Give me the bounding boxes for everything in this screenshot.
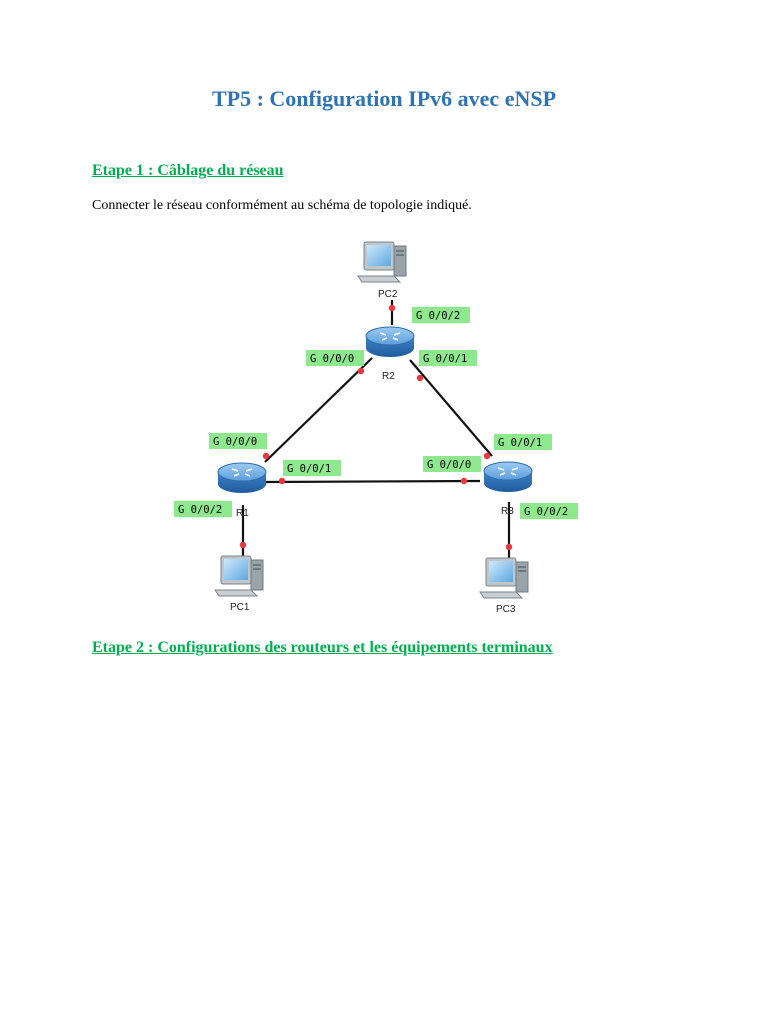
step1-text: Connecter le réseau conformément au sché… bbox=[92, 198, 472, 213]
pc1-icon bbox=[214, 555, 264, 597]
port-label-text: G 0/0/2 bbox=[416, 310, 460, 322]
port-label-text: G 0/0/2 bbox=[178, 504, 222, 516]
port-dot bbox=[239, 541, 247, 549]
pc2-icon bbox=[357, 241, 407, 283]
pc3-icon bbox=[479, 557, 529, 599]
port-dot bbox=[278, 477, 286, 485]
pc3-label: PC3 bbox=[496, 604, 516, 615]
r3-router-icon bbox=[483, 461, 533, 493]
r1-router-icon bbox=[217, 462, 267, 494]
port-label-text: G 0/0/0 bbox=[427, 459, 471, 471]
port-label-r3-g000: G 0/0/0 bbox=[423, 456, 481, 472]
port-dot bbox=[483, 452, 491, 460]
pc1-label: PC1 bbox=[230, 602, 250, 613]
r1-label: R1 bbox=[236, 508, 249, 519]
port-dot bbox=[505, 543, 513, 551]
port-label-text: G 0/0/0 bbox=[310, 353, 354, 365]
port-label-r1-g000: G 0/0/0 bbox=[209, 433, 267, 449]
port-label-r3-g002: G 0/0/2 bbox=[520, 503, 578, 519]
port-dot bbox=[460, 477, 468, 485]
port-label-r2-g002: G 0/0/2 bbox=[412, 307, 470, 323]
r2-label: R2 bbox=[382, 371, 395, 382]
port-dot bbox=[262, 452, 270, 460]
port-label-text: G 0/0/1 bbox=[423, 353, 467, 365]
port-label-text: G 0/0/1 bbox=[287, 463, 331, 475]
port-dot bbox=[357, 367, 365, 375]
port-label-text: G 0/0/0 bbox=[213, 436, 257, 448]
port-label-r2-g001: G 0/0/1 bbox=[419, 350, 477, 366]
port-dot bbox=[416, 374, 424, 382]
link-r1-r3 bbox=[264, 479, 481, 484]
links bbox=[241, 300, 511, 560]
page-title: TP5 : Configuration IPv6 avec eNSP bbox=[211, 86, 557, 111]
link-r2-r1 bbox=[264, 357, 373, 463]
port-dots bbox=[239, 304, 513, 551]
port-label-r3-g001: G 0/0/1 bbox=[494, 434, 552, 450]
step2-heading: Etape 2 : Configurations des routeurs et… bbox=[92, 639, 553, 656]
link-r2-r3 bbox=[409, 359, 493, 457]
port-dot bbox=[388, 304, 396, 312]
port-label-text: G 0/0/2 bbox=[524, 506, 568, 518]
r3-label: R3 bbox=[501, 506, 514, 517]
step1-heading: Etape 1 : Câblage du réseau bbox=[92, 162, 284, 179]
port-label-r1-g002: G 0/0/2 bbox=[174, 501, 232, 517]
r2-router-icon bbox=[365, 326, 415, 358]
pc2-label: PC2 bbox=[378, 289, 398, 300]
port-label-text: G 0/0/1 bbox=[498, 437, 542, 449]
port-label-r1-g001: G 0/0/1 bbox=[283, 460, 341, 476]
port-label-r2-g000: G 0/0/0 bbox=[306, 350, 364, 366]
